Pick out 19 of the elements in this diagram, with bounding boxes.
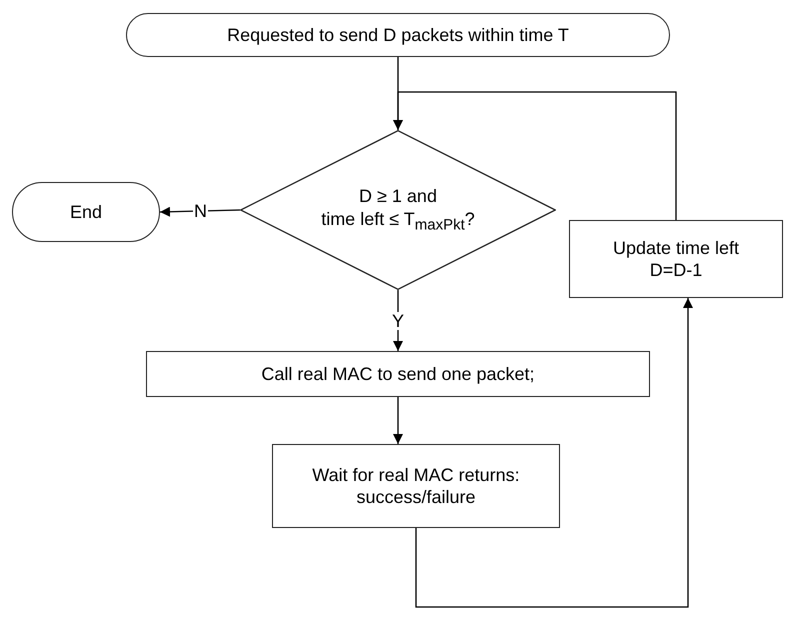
node-text: End xyxy=(70,200,102,224)
node-text: Requested to send D packets within time T xyxy=(227,24,569,46)
node-text: Update time left xyxy=(612,236,740,259)
node-text: D ≥ 1 and xyxy=(359,185,437,208)
edge-label: N xyxy=(193,202,208,220)
node-text: Wait for real MAC returns: success/failure xyxy=(311,464,521,508)
arrow xyxy=(393,91,677,220)
terminal-shape xyxy=(126,13,670,57)
node-text: D=D-1 xyxy=(650,259,702,282)
decision-diamond xyxy=(240,130,556,290)
node-text: Call real MAC to send one packet; xyxy=(261,362,535,386)
process-box xyxy=(569,220,783,298)
arrow xyxy=(415,298,693,608)
node-text: time left ≤ T$_{maxPkt}$? xyxy=(321,208,475,235)
process-box xyxy=(146,351,650,397)
process-box xyxy=(272,444,560,528)
edge-label: Y xyxy=(391,312,406,330)
arrow xyxy=(393,397,403,444)
arrow xyxy=(160,206,240,217)
